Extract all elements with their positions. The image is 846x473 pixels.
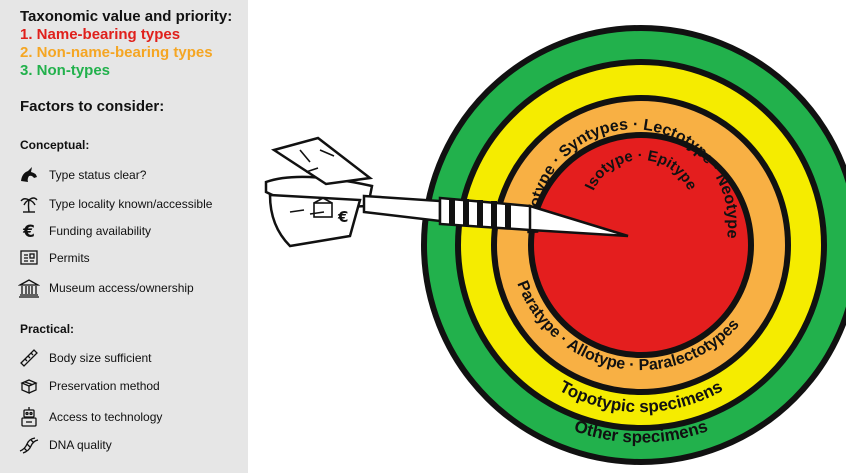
priority-non-name-bearing-types: 2. Non-name-bearing types [20, 44, 213, 61]
robot-icon [18, 406, 40, 428]
dart-icon: € [264, 136, 629, 248]
ring-name-bearing-types [528, 132, 754, 358]
factor-label: Type status clear? [49, 168, 147, 182]
conceptual-heading: Conceptual: [20, 138, 90, 152]
factor-body-size: Body size sufficient [18, 347, 152, 369]
factor-label: Funding availability [49, 224, 152, 238]
priority-non-types: 3. Non-types [20, 62, 111, 79]
museum-icon [18, 277, 40, 299]
palm-tree-icon [18, 193, 40, 215]
factors-title: Factors to consider: [20, 98, 165, 115]
factor-funding: € Funding availability [18, 220, 151, 242]
factor-type-locality: Type locality known/accessible [18, 193, 212, 215]
ruler-icon [18, 347, 40, 369]
box-icon [18, 375, 40, 397]
euro-icon: € [337, 208, 348, 226]
factor-museum-access: Museum access/ownership [18, 277, 194, 299]
dna-icon [18, 434, 40, 456]
priority-name-bearing-types: 1. Name-bearing types [20, 26, 181, 43]
factor-technology: Access to technology [18, 406, 162, 428]
svg-text:€: € [22, 222, 35, 241]
factor-label: Permits [49, 251, 90, 265]
legend-title: Taxonomic value and priority: [20, 8, 233, 25]
type-specimen-target-diagram: Other specimens Topotypic specimens Para… [264, 25, 846, 465]
factor-label: Type locality known/accessible [49, 197, 213, 211]
factor-label: Museum access/ownership [49, 281, 194, 295]
unicorn-icon [18, 164, 40, 186]
factor-label: DNA quality [49, 438, 112, 452]
factor-preservation: Preservation method [18, 375, 160, 397]
euro-icon: € [18, 220, 40, 242]
practical-heading: Practical: [20, 322, 75, 336]
permit-document-icon [18, 247, 40, 269]
factor-type-status: Type status clear? [18, 164, 146, 186]
factor-permits: Permits [18, 247, 90, 269]
factor-label: Body size sufficient [49, 351, 152, 365]
factor-dna-quality: DNA quality [18, 434, 112, 456]
factors-panel: Taxonomic value and priority: 1. Name-be… [0, 0, 248, 473]
factor-label: Preservation method [49, 379, 160, 393]
factor-label: Access to technology [49, 410, 163, 424]
